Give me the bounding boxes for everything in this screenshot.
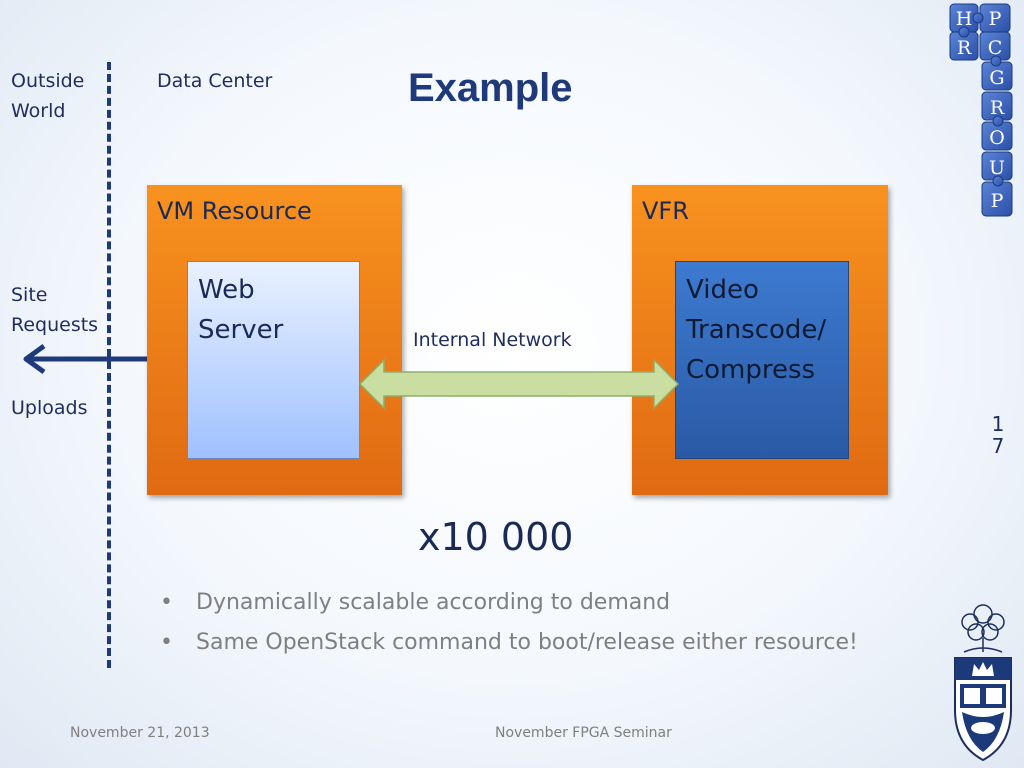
outside-world-line-2: World [11, 100, 66, 122]
site-requests-line-2: Requests [11, 314, 99, 336]
outside-world-line-1: Outside [11, 70, 85, 92]
internal-network-label: Internal Network [413, 329, 572, 351]
university-crest-logo [954, 604, 1012, 762]
bullet-glyph: • [160, 590, 173, 615]
site-requests-label: Site Requests [11, 280, 98, 340]
bullet-text: Dynamically scalable according to demand [196, 590, 671, 615]
bullet-list: • Dynamically scalable according to deman… [160, 583, 858, 663]
bullet-glyph: • [160, 630, 173, 655]
vm-resource-title: VM Resource [157, 197, 312, 225]
bullet-item: • Same OpenStack command to boot/release … [160, 623, 858, 663]
uploads-label: Uploads [11, 397, 88, 419]
page-number-digit-1: 1 [991, 412, 1005, 436]
page-number: 1 7 [990, 413, 1006, 457]
web-server-line-2: Server [198, 315, 284, 345]
video-transcode-line-3: Compress [686, 355, 816, 385]
bullet-text: Same OpenStack command to boot/release e… [196, 630, 858, 655]
logo-letter: O [989, 127, 1005, 149]
video-transcode-line-2: Transcode/ [686, 315, 827, 345]
logo-letter: R [990, 97, 1005, 119]
logo-letter: C [988, 37, 1003, 59]
page-number-digit-2: 7 [991, 434, 1005, 458]
video-transcode-line-1: Video [686, 275, 759, 305]
hprc-group-logo: H P R C G R O U P [949, 3, 1013, 217]
data-center-label: Data Center [157, 70, 273, 92]
logo-letter: G [989, 67, 1004, 89]
web-server-box: Web Server [187, 261, 360, 459]
logo-letter: P [989, 8, 1002, 30]
slide-title: Example [408, 66, 573, 110]
bullet-item: • Dynamically scalable according to deman… [160, 583, 858, 623]
web-server-line-1: Web [198, 275, 255, 305]
vfr-title: VFR [642, 197, 689, 225]
logo-letter: R [957, 37, 972, 59]
footer-date: November 21, 2013 [70, 725, 210, 741]
boundary-dashed-line [107, 62, 111, 668]
logo-letter: P [991, 190, 1004, 212]
video-transcode-box: Video Transcode/ Compress [675, 261, 849, 459]
logo-letter: H [956, 8, 973, 30]
scale-multiplier: x10 000 [418, 515, 574, 559]
outside-world-label: Outside World [11, 66, 84, 126]
logo-letter: U [989, 157, 1005, 179]
internal-network-arrow [358, 358, 680, 410]
web-server-text: Web Server [188, 262, 359, 358]
video-transcode-text: Video Transcode/ Compress [676, 262, 848, 398]
site-requests-line-1: Site [11, 284, 48, 306]
footer-event: November FPGA Seminar [495, 725, 672, 741]
